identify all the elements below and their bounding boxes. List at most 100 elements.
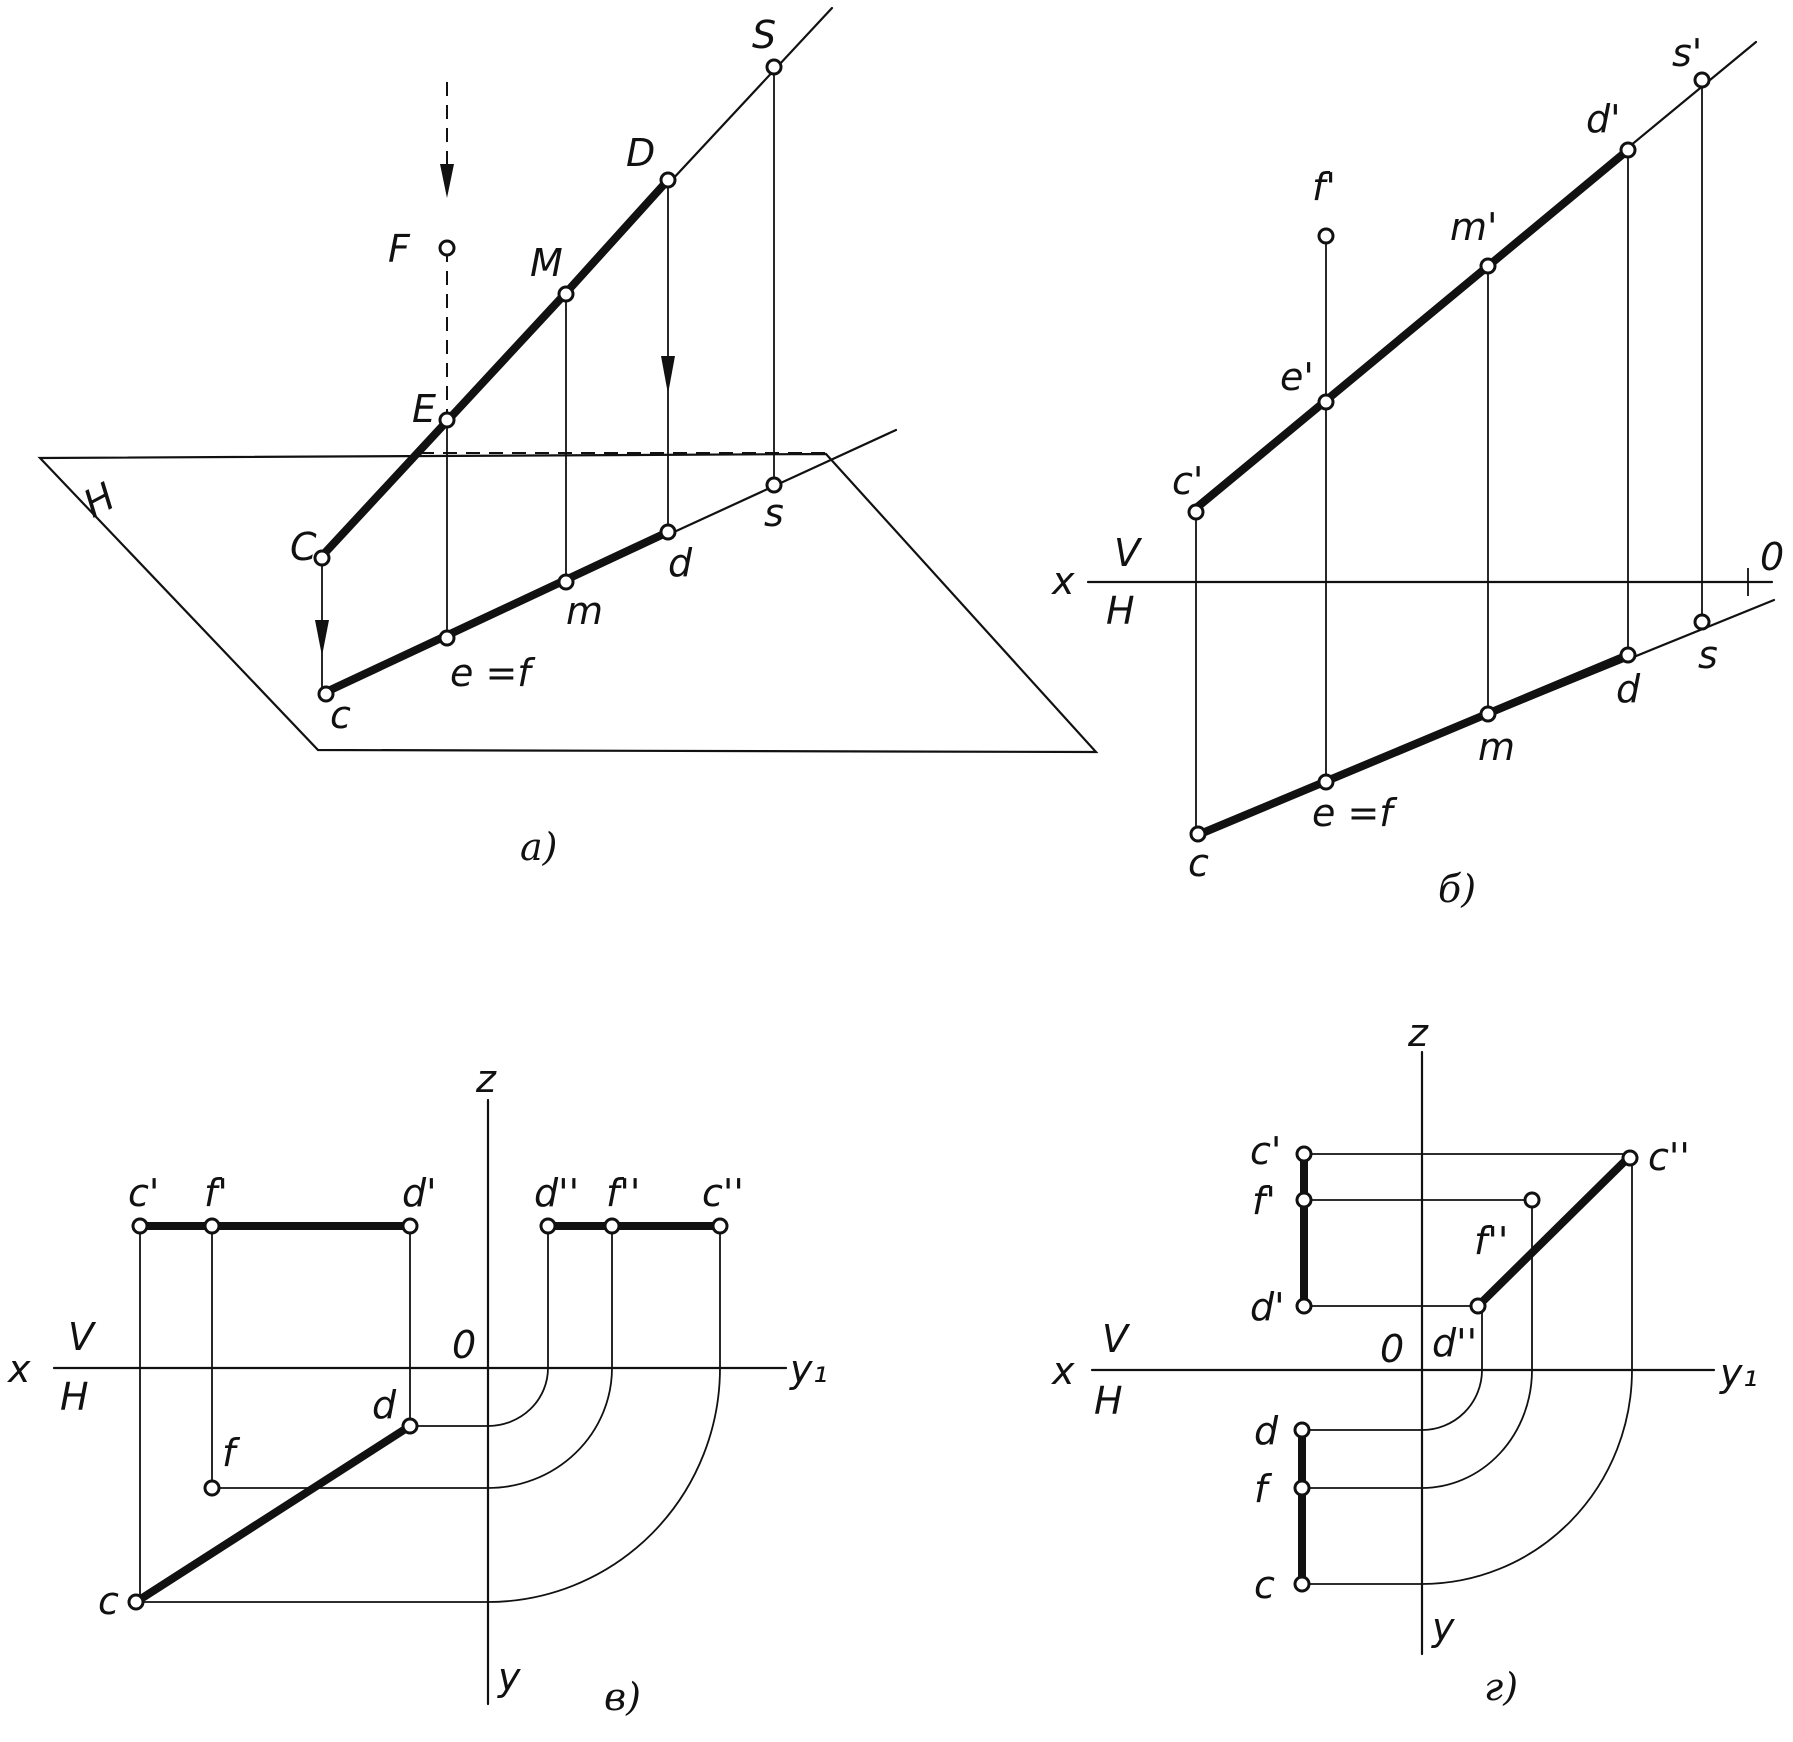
point-s (1693, 613, 1711, 631)
axis-label-v: V (1102, 1317, 1131, 1361)
arc-d (410, 1367, 549, 1427)
arrow-down-icon (440, 164, 454, 198)
axis-label-v: V (68, 1315, 97, 1359)
point-F (438, 239, 456, 257)
point-f-prime (1317, 227, 1335, 245)
label-D: D (626, 131, 655, 175)
label-d-dbl-prime: d'' (1432, 1321, 1477, 1365)
point-c (1189, 825, 1207, 843)
point-d-prime (1295, 1297, 1313, 1315)
label-f: f (222, 1431, 241, 1475)
thick-side-dc (1474, 1154, 1632, 1310)
point-C (313, 549, 331, 567)
point-c-prime (1295, 1145, 1313, 1163)
axis-label-x: x (1051, 559, 1075, 603)
plane-label: H (76, 474, 122, 526)
point-s (765, 476, 783, 494)
arrow-down-icon (315, 620, 329, 656)
axis-label-z: z (475, 1057, 497, 1101)
point-d-dbl-prime (539, 1217, 557, 1235)
axis-label-h: H (1094, 1379, 1123, 1423)
caption-b: б) (1438, 867, 1476, 911)
label-f-dbl-prime: f'' (1474, 1219, 1508, 1263)
label-e-prime: e' (1280, 355, 1314, 399)
thick-upper-cd (1190, 146, 1632, 514)
label-c: c (1188, 841, 1209, 885)
point-m (557, 573, 575, 591)
label-d: d (1254, 1409, 1279, 1453)
point-ef (438, 629, 456, 647)
axis-label-y1: y₁ (789, 1347, 828, 1391)
label-F: F (388, 227, 411, 271)
label-m: m (1478, 725, 1515, 769)
label-c: c (330, 693, 351, 737)
label-d-prime: d' (1586, 97, 1621, 141)
label-e-eq-f: e =f (1312, 791, 1398, 835)
label-f-prime: f' (204, 1171, 228, 1215)
point-d-dbl-prime (1469, 1297, 1487, 1315)
point-s-prime (1693, 71, 1711, 89)
point-M (557, 285, 575, 303)
arrow-down-icon (661, 356, 675, 394)
axis-label-x: x (1051, 1349, 1075, 1393)
point-d (1293, 1421, 1311, 1439)
axis-label-z: z (1407, 1011, 1429, 1055)
label-c-prime: c' (1250, 1129, 1281, 1173)
label-s: s (764, 491, 784, 535)
point-m (1479, 705, 1497, 723)
point-d-prime (1619, 141, 1637, 159)
point-f (1293, 1479, 1311, 1497)
point-c (127, 1593, 145, 1611)
caption-a: а) (520, 825, 557, 869)
label-c-prime: c' (128, 1171, 159, 1215)
label-c: c (98, 1579, 119, 1623)
axis-label-o: 0 (452, 1323, 476, 1367)
thick-top-cd (132, 1422, 414, 1606)
point-c-dbl-prime (711, 1217, 729, 1235)
point-f-prime (1295, 1191, 1313, 1209)
point-f-dbl-prime (603, 1217, 621, 1235)
point-d (1619, 646, 1637, 664)
label-d-prime: d' (402, 1171, 437, 1215)
label-d: d (372, 1383, 397, 1427)
plane-h (37, 452, 1099, 754)
label-c-dbl-prime: c'' (1648, 1135, 1690, 1179)
label-e-eq-f: e =f (450, 651, 536, 695)
arc-f (212, 1367, 613, 1489)
point-m-prime (1479, 257, 1497, 275)
arc-f (1302, 1369, 1533, 1489)
point-c-prime (131, 1217, 149, 1235)
arc-c (136, 1367, 721, 1603)
label-M: M (530, 241, 563, 285)
arc-d (1302, 1369, 1483, 1431)
caption-g: г) (1484, 1665, 1518, 1709)
axis-label-y: y (497, 1655, 521, 1699)
label-c-dbl-prime: c'' (702, 1171, 744, 1215)
thick-segment-md (560, 176, 672, 299)
figure-b: s' d' f' m' e' c' s d m e =f c x 0 V H б… (1051, 31, 1784, 911)
thick-segment-lower-cd (322, 528, 672, 696)
label-f: f (1254, 1467, 1273, 1511)
figure-g: c' f' d' c'' f'' d'' d f c x 0 V H z y y… (1051, 1011, 1758, 1709)
label-c: c (1254, 1563, 1275, 1607)
axis-label-o: 0 (1760, 535, 1784, 579)
point-c-dbl-prime (1621, 1149, 1639, 1167)
point-D (659, 171, 677, 189)
label-m: m (566, 589, 603, 633)
point-ef (1317, 773, 1335, 791)
axis-label-h: H (1106, 589, 1135, 633)
point-e-prime (1317, 393, 1335, 411)
point-c (1293, 1575, 1311, 1593)
point-f (203, 1479, 221, 1497)
label-d: d (1616, 667, 1641, 711)
axis-label-h: H (60, 1375, 89, 1419)
point-S (765, 58, 783, 76)
label-E: E (412, 387, 436, 431)
label-s-prime: s' (1672, 31, 1702, 75)
point-d (401, 1417, 419, 1435)
axis-label-x: x (7, 1347, 31, 1391)
point-f-dbl-prime (1523, 1191, 1541, 1209)
point-E (438, 411, 456, 429)
label-m-prime: m' (1450, 205, 1497, 249)
